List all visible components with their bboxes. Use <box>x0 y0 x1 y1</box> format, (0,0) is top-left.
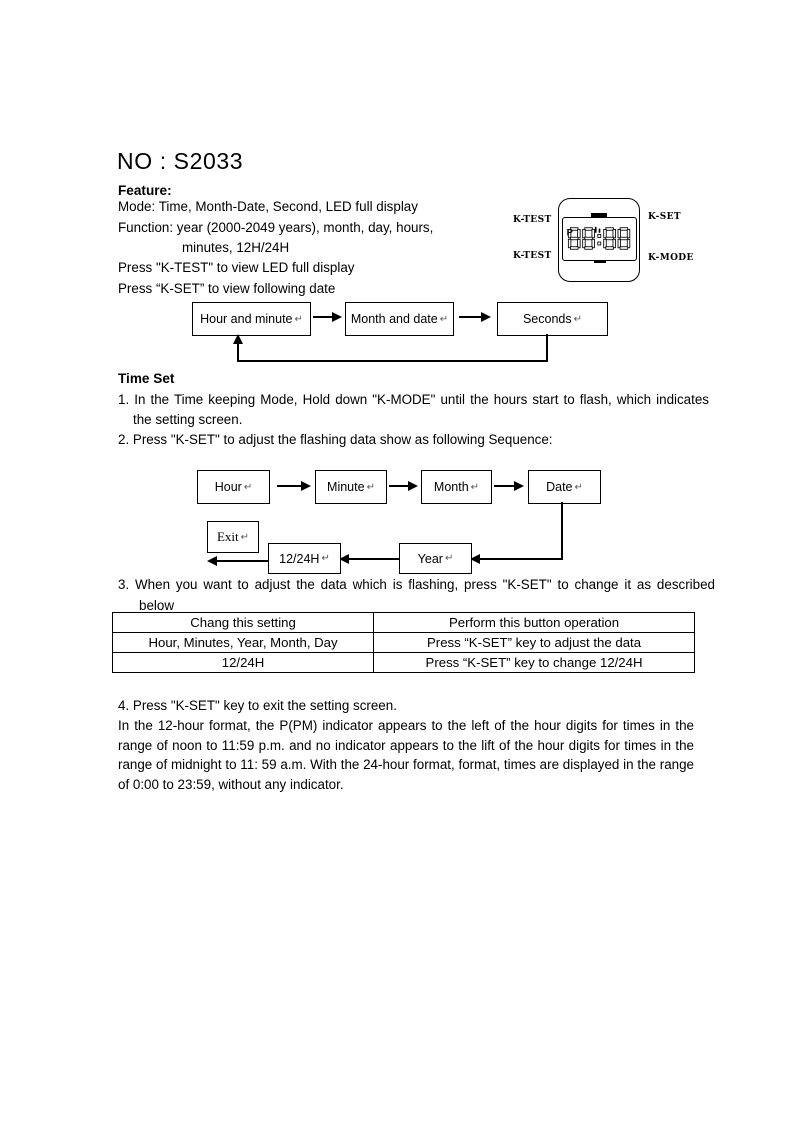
arrow-right-icon <box>332 312 342 322</box>
flow-box-label: Minute <box>327 480 365 494</box>
return-mark: ↵ <box>573 313 583 325</box>
return-mark: ↵ <box>444 553 454 564</box>
device-bottom-tab <box>594 259 606 263</box>
arrow-right-icon <box>481 312 491 322</box>
flow-arrow-line <box>348 558 399 560</box>
return-mark: ↵ <box>366 481 375 493</box>
return-mark: ↵ <box>574 481 583 493</box>
arrow-right-icon <box>301 481 311 491</box>
flow-box-label: Hour <box>214 480 242 494</box>
flow-arrow-line <box>494 485 515 487</box>
return-mark: ↵ <box>470 481 480 493</box>
flow-return-line <box>237 360 548 362</box>
pm-indicator: P <box>567 227 573 237</box>
settings-table: Chang this setting Perform this button o… <box>111 612 695 673</box>
flow-return-line <box>237 343 239 361</box>
table-header-row: Chang this setting Perform this button o… <box>111 612 695 633</box>
flow-arrow-line <box>313 316 333 318</box>
led-display: P <box>562 217 637 261</box>
feature-line-minutes: minutes, 12H/24H <box>182 240 290 255</box>
return-mark: ↵ <box>321 553 330 564</box>
flow-arrow-line <box>216 560 268 562</box>
table-row: Hour, Minutes, Year, Month, Day Press “K… <box>111 632 695 653</box>
device-label-k-set: K-SET <box>648 212 681 222</box>
arrow-up-icon <box>233 334 243 344</box>
device-label-k-test-bottom: K-TEST <box>513 251 552 261</box>
feature-line-kset: Press “K-SET” to view following date <box>118 281 336 296</box>
feature-line-mode: Mode: Time, Month-Date, Second, LED full… <box>118 199 418 214</box>
flow-box-label: Year <box>417 551 443 566</box>
flow-box-date: Date↵ <box>528 470 601 504</box>
time-set-heading: Time Set <box>118 371 175 386</box>
flow-arrow-line <box>277 485 302 487</box>
flow-arrow-line <box>389 485 409 487</box>
arrow-left-icon <box>339 554 349 564</box>
return-mark: ↵ <box>243 481 253 493</box>
arrow-left-icon <box>207 556 217 566</box>
flow-box-label: Date <box>546 480 573 494</box>
page-title: NO : S2033 <box>117 148 244 174</box>
table-header-operation: Perform this button operation <box>373 612 695 633</box>
device-label-k-mode: K-MODE <box>648 253 694 263</box>
time-set-step-1: 1. In the Time keeping Mode, Hold down "… <box>118 392 709 427</box>
flow-box-year: Year↵ <box>399 543 472 574</box>
flow-box-label: Seconds <box>522 312 572 326</box>
time-set-step-2: 2. Press "K-SET" to adjust the flashing … <box>118 432 553 447</box>
table-cell-operation: Press “K-SET” key to change 12/24H <box>373 652 695 673</box>
feature-line-ktest: Press "K-TEST" to view LED full display <box>118 260 355 275</box>
table-cell-operation: Press “K-SET” key to adjust the data <box>373 632 695 653</box>
flow-box-label: Exit <box>216 529 239 544</box>
flow-box-label: Month and date <box>350 312 438 326</box>
flow-return-line <box>546 334 548 362</box>
return-mark: ↵ <box>294 313 303 325</box>
feature-line-function: Function: year (2000-2049 years), month,… <box>118 220 434 235</box>
flow-box-label: 12/24H <box>279 551 320 566</box>
return-mark: ↵ <box>439 313 449 325</box>
flow-connector-line <box>479 558 563 560</box>
flow-box-label: Month <box>433 480 469 494</box>
time-set-step-4: 4. Press "K-SET" key to exit the setting… <box>118 698 397 713</box>
format-description-paragraph: In the 12-hour format, the P(PM) indicat… <box>118 718 694 792</box>
flow-box-12-24h: 12/24H↵ <box>268 543 341 574</box>
arrow-left-icon <box>470 554 480 564</box>
flow-box-seconds: Seconds↵ <box>497 302 608 336</box>
flow-box-exit: Exit↵ <box>207 521 259 553</box>
flow-arrow-line <box>459 316 482 318</box>
table-row: 12/24H Press “K-SET” key to change 12/24… <box>111 652 695 673</box>
flow-box-minute: Minute↵ <box>315 470 387 504</box>
feature-heading: Feature: <box>118 183 172 198</box>
flow-box-hour-and-minute: Hour and minute↵ <box>192 302 311 336</box>
led-digits-icon: P <box>567 226 631 250</box>
device-top-tab <box>591 213 607 217</box>
table-cell-setting: Hour, Minutes, Year, Month, Day <box>111 632 375 653</box>
table-header-setting: Chang this setting <box>111 612 375 633</box>
time-set-step-3: 3. When you want to adjust the data whic… <box>118 577 715 613</box>
device-label-k-test-top: K-TEST <box>513 215 552 225</box>
flow-box-label: Hour and minute <box>200 312 293 326</box>
arrow-right-icon <box>514 481 524 491</box>
flow-box-month-and-date: Month and date↵ <box>345 302 454 336</box>
arrow-right-icon <box>408 481 418 491</box>
return-mark: ↵ <box>240 531 250 543</box>
flow-box-month: Month↵ <box>421 470 492 504</box>
flow-box-hour: Hour↵ <box>197 470 270 504</box>
flow-connector-line <box>561 502 563 560</box>
table-cell-setting: 12/24H <box>111 652 375 673</box>
